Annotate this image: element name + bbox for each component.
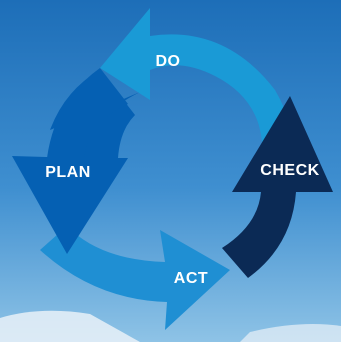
snow-left	[0, 310, 140, 342]
check-label: CHECK	[260, 162, 319, 179]
snow-right	[240, 324, 341, 342]
plan-label: PLAN	[45, 164, 91, 181]
do-label: DO	[156, 53, 181, 70]
do-arrow	[100, 8, 292, 142]
check-arrow	[222, 96, 333, 278]
act-arrow	[40, 226, 230, 330]
plan-arrow-body	[47, 68, 128, 158]
act-label: ACT	[174, 270, 208, 287]
plan-arrow	[12, 70, 140, 254]
